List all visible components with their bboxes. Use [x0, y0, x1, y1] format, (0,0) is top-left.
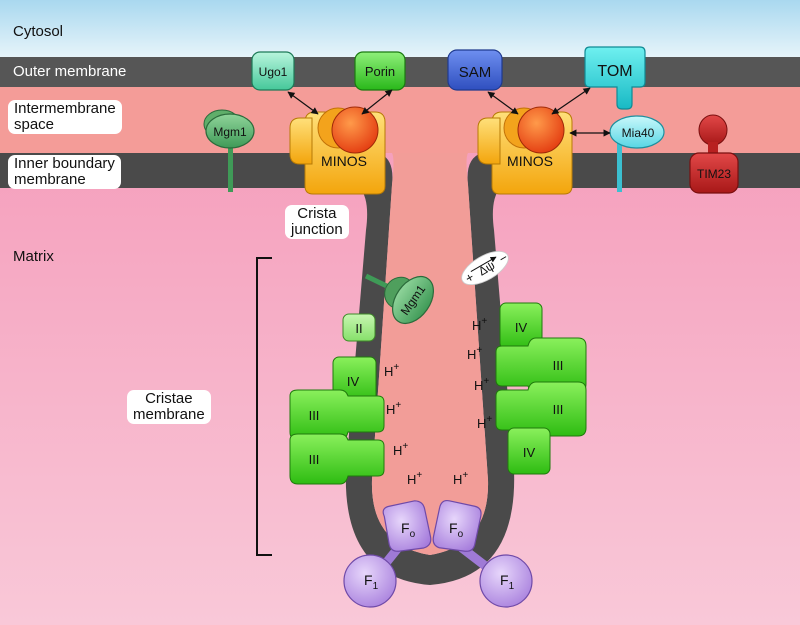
mia40-protein: Mia40 [609, 115, 665, 192]
cytosol-label: Cytosol [13, 23, 64, 40]
intermembrane-space-label: Intermembrane space [8, 100, 122, 134]
f1-right-label: F1 [500, 572, 515, 592]
proton: H+ [384, 362, 399, 379]
complex-iii-left-1-label: III [309, 408, 320, 423]
porin-protein: Porin [354, 51, 406, 91]
complex-iii-right-1-label: III [553, 358, 564, 373]
membrane-potential-badge: + Δψ − [461, 250, 510, 286]
arrow-porin-minos [361, 89, 393, 115]
complex-ii: II [342, 313, 376, 342]
mgm1-boundary-protein: Mgm1 [203, 109, 255, 192]
complex-iv-right-bottom: IV [507, 427, 551, 475]
inner-boundary-label-line2: membrane [14, 171, 86, 188]
fo-left-label: Fo [401, 520, 416, 540]
intermembrane-label-line1: Intermembrane [14, 100, 116, 117]
mgm1-boundary-label: Mgm1 [213, 125, 247, 139]
crista-junction-label: Crista junction [285, 205, 349, 239]
proton: H+ [407, 470, 422, 487]
arrow-ugo1-minos [287, 91, 319, 115]
cristae-bracket [256, 257, 272, 556]
outer-membrane-label: Outer membrane [13, 63, 127, 80]
ugo1-label: Ugo1 [259, 65, 288, 79]
complex-iv-left-label: IV [347, 374, 360, 389]
protons: H+ H+ H+ H+ H+ H+ H+ H+ H+ [384, 316, 492, 487]
complex-iii-right-2: III [495, 381, 587, 437]
proton: H+ [393, 441, 408, 458]
complex-iii-right-2-label: III [553, 402, 564, 417]
complex-iii-left-2-label: III [309, 452, 320, 467]
complex-iii-left-2: III [289, 433, 385, 485]
crista-junction-line1: Crista [297, 205, 337, 222]
complex-iii-right-1: III [495, 337, 587, 393]
mia40-label: Mia40 [622, 126, 655, 140]
complex-ii-label: II [355, 321, 362, 336]
crista-lumen [371, 153, 489, 555]
minos-right-complex: MINOS [477, 106, 573, 195]
matrix-label: Matrix [13, 248, 54, 265]
intermembrane-label-line2: space [14, 116, 55, 133]
tom-protein: TOM [584, 46, 646, 110]
tim23-protein: TIM23 [689, 114, 739, 194]
ugo1-protein: Ugo1 [251, 51, 295, 91]
atp-synthase-right: Fo F1 [432, 499, 533, 608]
complex-iv-right-bottom-label: IV [523, 445, 536, 460]
intermembrane-space-region [0, 87, 800, 153]
proton: H+ [467, 345, 482, 362]
proton: H+ [453, 470, 468, 487]
f1-left-label: F1 [364, 572, 379, 592]
proton: H+ [472, 316, 487, 333]
proton: H+ [477, 414, 492, 431]
arrow-sam-minos [487, 91, 519, 115]
minos-left-label: MINOS [321, 153, 367, 169]
proton: H+ [474, 376, 489, 393]
fo-right-label: Fo [449, 520, 464, 540]
complex-iii-left-1: III [289, 389, 385, 441]
interaction-arrows [287, 87, 611, 137]
sam-protein: SAM [447, 49, 503, 91]
atp-synthase-left: Fo F1 [343, 500, 432, 608]
minos-right-label: MINOS [507, 153, 553, 169]
proton: H+ [386, 400, 401, 417]
complex-iv-right-top-label: IV [515, 320, 528, 335]
cytosol-region [0, 0, 800, 57]
arrow-tom-minos [551, 87, 591, 115]
sam-label: SAM [459, 64, 492, 81]
crista-junction-line2: junction [291, 221, 343, 238]
porin-label: Porin [365, 64, 395, 79]
minos-left-complex: MINOS [289, 106, 386, 195]
inner-boundary-membrane-label: Inner boundary membrane [8, 155, 121, 189]
mgm1-crista-protein: Mgm1 [364, 273, 435, 325]
inner-boundary-label-line1: Inner boundary [14, 155, 115, 172]
tim23-label: TIM23 [697, 167, 731, 181]
cristae-membrane-line2: membrane [133, 406, 205, 423]
tom-label: TOM [597, 63, 632, 80]
cristae-membrane-line1: Cristae [145, 390, 193, 407]
cristae-membrane-label: Cristae membrane [127, 390, 211, 424]
